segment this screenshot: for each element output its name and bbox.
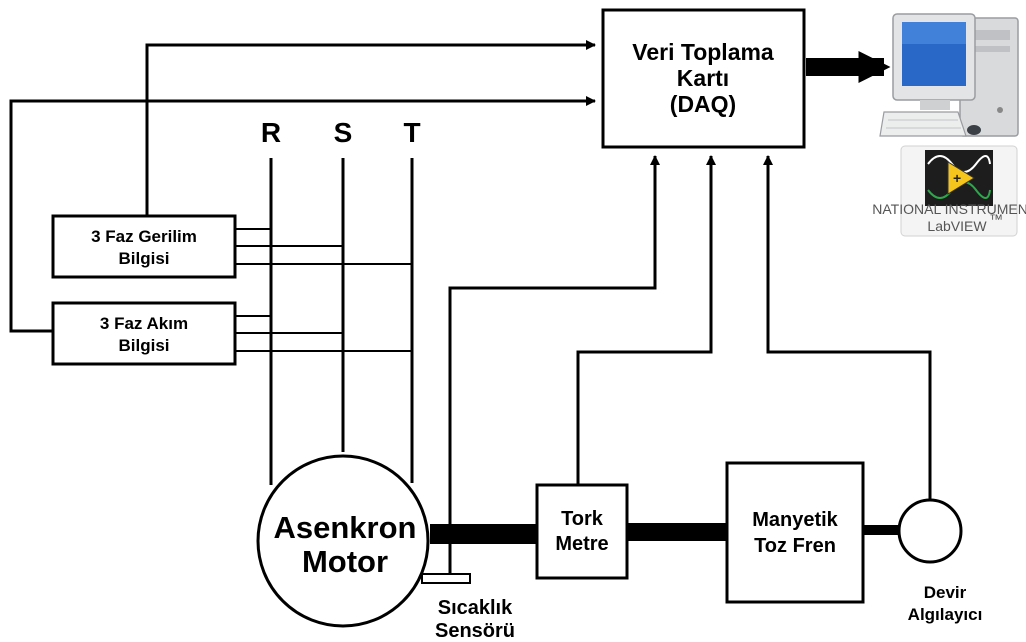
labview-tm: ™	[989, 211, 1003, 227]
voltage-label-line2: Bilgisi	[118, 249, 169, 268]
daq-block: Veri Toplama Kartı (DAQ)	[601, 8, 806, 149]
voltage-info-block: 3 Faz Gerilim Bilgisi	[51, 214, 237, 279]
labview-logo-icon: + NATIONAL INSTRUMENTS LabVIEW ™	[872, 145, 1026, 237]
daq-label-line2: Kartı	[677, 65, 729, 91]
motor-label-line2: Motor	[302, 544, 388, 579]
speed-sensor-label-line1: Devir	[924, 583, 967, 602]
current-label-line2: Bilgisi	[118, 336, 169, 355]
phase-label-t: T	[403, 117, 420, 148]
brake-label-line1: Manyetik	[752, 509, 838, 531]
phase-label-r: R	[261, 117, 281, 148]
current-info-block: 3 Faz Akım Bilgisi	[51, 301, 237, 366]
voltage-label-line1: 3 Faz Gerilim	[91, 227, 197, 246]
daq-label-line3: (DAQ)	[670, 91, 736, 117]
daq-label-line1: Veri Toplama	[632, 39, 774, 65]
temp-sensor-plate	[421, 573, 471, 584]
asynchronous-motor: Asenkron Motor	[256, 454, 430, 628]
brake-label-line2: Toz Fren	[754, 535, 836, 557]
voltage-taps	[235, 228, 412, 265]
brake-block: Manyetik Toz Fren	[725, 461, 865, 604]
labview-brand: NATIONAL INSTRUMENTS	[872, 201, 1026, 217]
torque-meter-block: Tork Metre	[535, 483, 629, 580]
speed-to-daq-line	[763, 155, 932, 500]
torque-to-daq-line	[576, 155, 716, 484]
current-taps	[235, 315, 412, 352]
temp-sensor-label-line1: Sıcaklık	[438, 597, 513, 619]
voltage-to-daq-line	[145, 40, 596, 215]
temp-sensor-label-line2: Sensörü	[435, 620, 515, 642]
torque-label-line2: Metre	[555, 533, 608, 555]
computer-icon	[879, 13, 1019, 137]
temp-to-daq-line	[448, 155, 660, 575]
labview-text: LabVIEW	[927, 218, 987, 234]
speed-sensor-label-line2: Algılayıcı	[908, 605, 983, 624]
svg-text:+: +	[953, 170, 961, 186]
motor-label-line1: Asenkron	[274, 510, 417, 545]
speed-sensor	[897, 498, 963, 564]
phase-label-s: S	[334, 117, 353, 148]
torque-label-line1: Tork	[561, 508, 604, 530]
current-to-daq-line	[9, 96, 596, 333]
current-label-line1: 3 Faz Akım	[100, 314, 188, 333]
